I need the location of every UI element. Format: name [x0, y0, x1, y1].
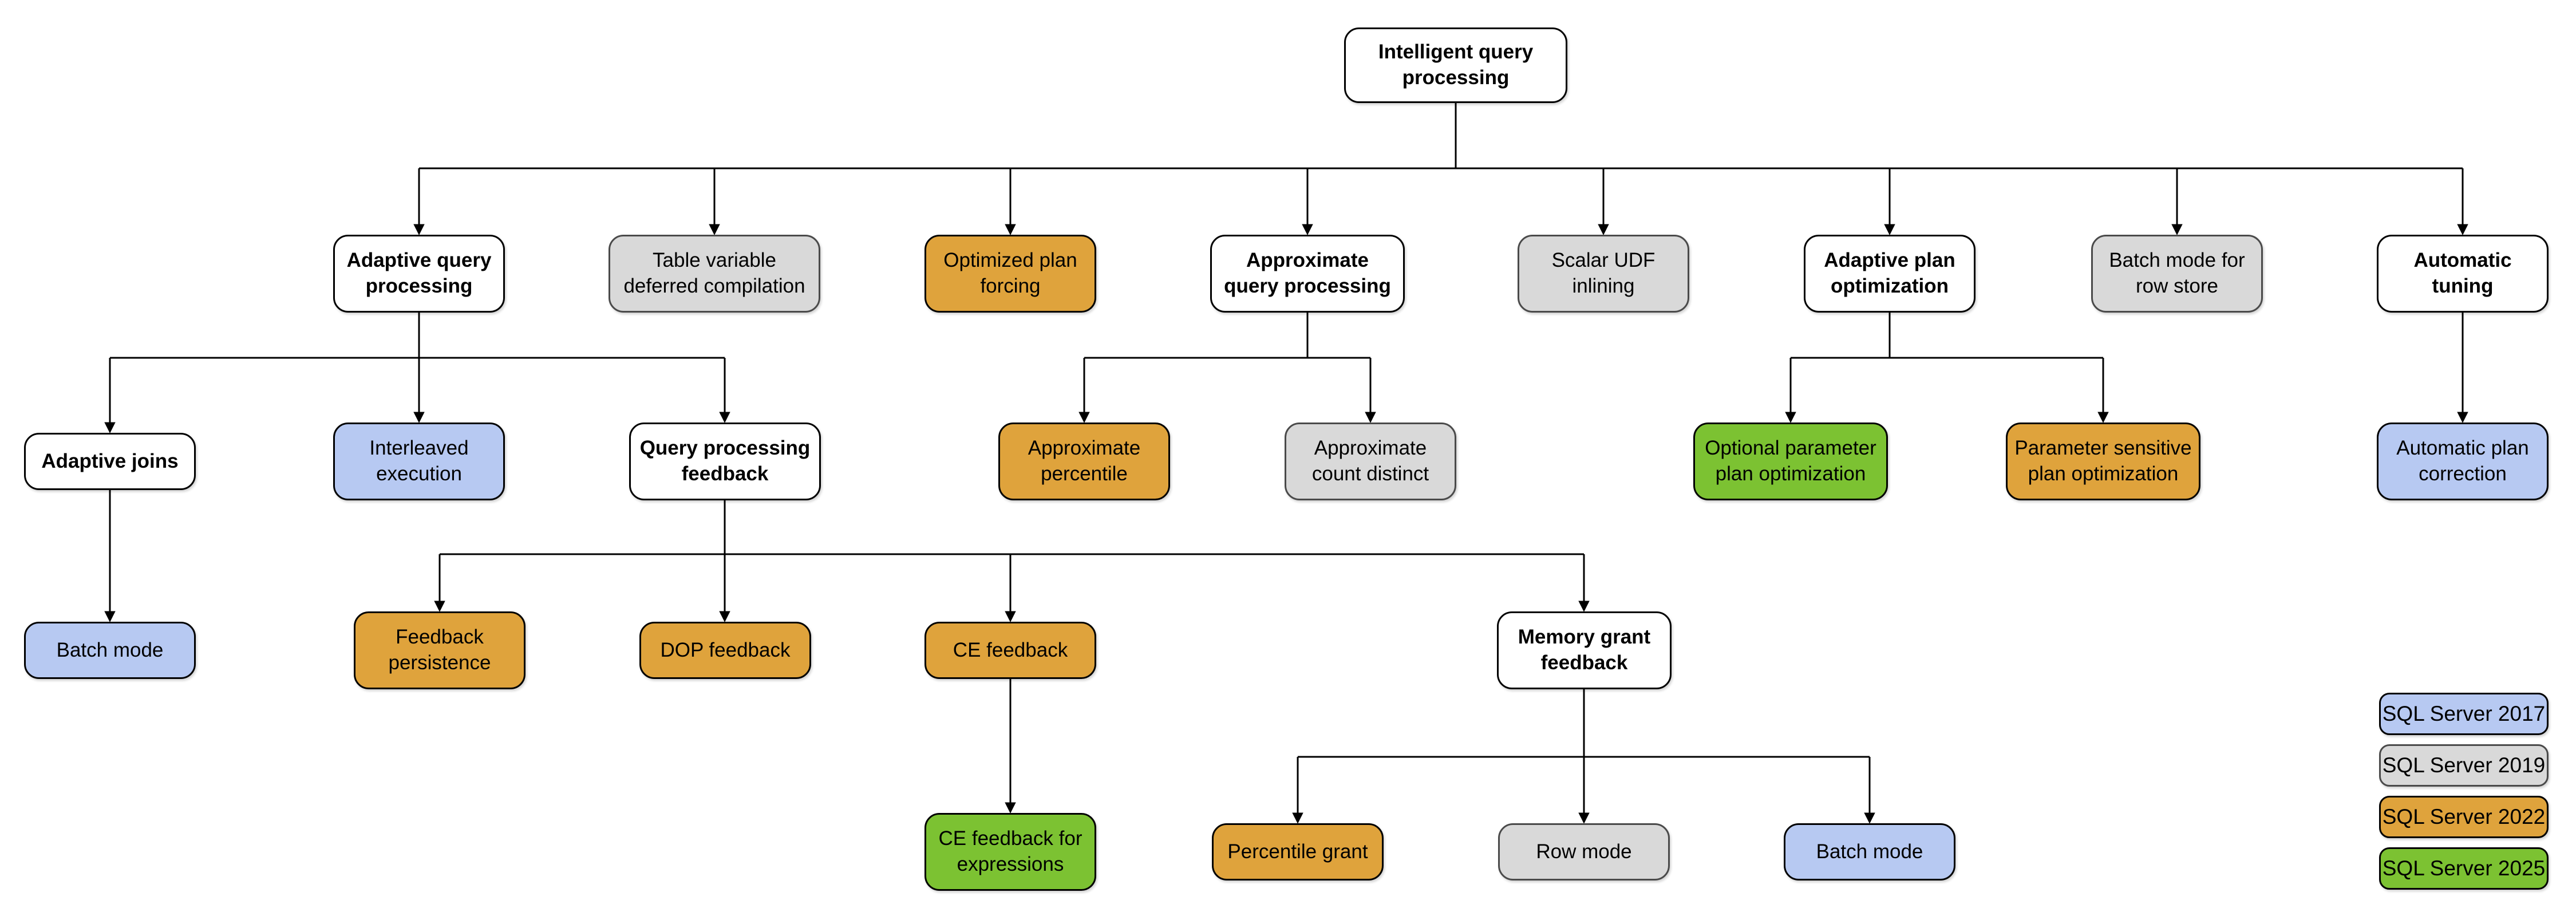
node-feedback-persistence: Feedback persistence — [354, 611, 526, 689]
node-dop-feedback: DOP feedback — [639, 622, 811, 679]
node-automatic-tuning: Automatic tuning — [2377, 235, 2549, 313]
node-optional-parameter-plan-optimization: Optional parameter plan optimization — [1693, 423, 1888, 500]
node-optimized-plan-forcing: Optimized plan forcing — [924, 235, 1096, 313]
node-batch-mode-for-row-store: Batch mode for row store — [2091, 235, 2263, 313]
node-adaptive-plan-optimization: Adaptive plan optimization — [1804, 235, 1976, 313]
node-approximate-count-distinct: Approximate count distinct — [1285, 423, 1456, 500]
node-adaptive-joins: Adaptive joins — [24, 433, 196, 490]
node-adaptive-query-processing: Adaptive query processing — [333, 235, 505, 313]
node-scalar-udf-inlining: Scalar UDF inlining — [1518, 235, 1689, 313]
node-query-processing-feedback: Query processing feedback — [629, 423, 821, 500]
legend-sql-server-2025: SQL Server 2025 — [2379, 847, 2549, 890]
legend-sql-server-2019: SQL Server 2019 — [2379, 744, 2549, 787]
node-batch-mode-adaptive-joins: Batch mode — [24, 622, 196, 679]
node-row-mode: Row mode — [1498, 823, 1670, 881]
node-interleaved-execution: Interleaved execution — [333, 423, 505, 500]
legend-sql-server-2017: SQL Server 2017 — [2379, 693, 2549, 735]
node-parameter-sensitive-plan-optimization: Parameter sensitive plan optimization — [2006, 423, 2200, 500]
node-approximate-percentile: Approximate percentile — [998, 423, 1170, 500]
node-memory-grant-feedback: Memory grant feedback — [1497, 611, 1672, 689]
node-ce-feedback-for-expressions: CE feedback for expressions — [924, 813, 1096, 891]
node-percentile-grant: Percentile grant — [1212, 823, 1384, 881]
node-intelligent-query-processing: Intelligent query processing — [1344, 27, 1567, 103]
node-ce-feedback: CE feedback — [924, 622, 1096, 679]
legend-sql-server-2022: SQL Server 2022 — [2379, 796, 2549, 838]
node-approximate-query-processing: Approximate query processing — [1210, 235, 1405, 313]
node-table-variable-deferred-compilation: Table variable deferred compilation — [609, 235, 820, 313]
node-automatic-plan-correction: Automatic plan correction — [2377, 423, 2549, 500]
node-batch-mode-memory-grant: Batch mode — [1784, 823, 1955, 881]
